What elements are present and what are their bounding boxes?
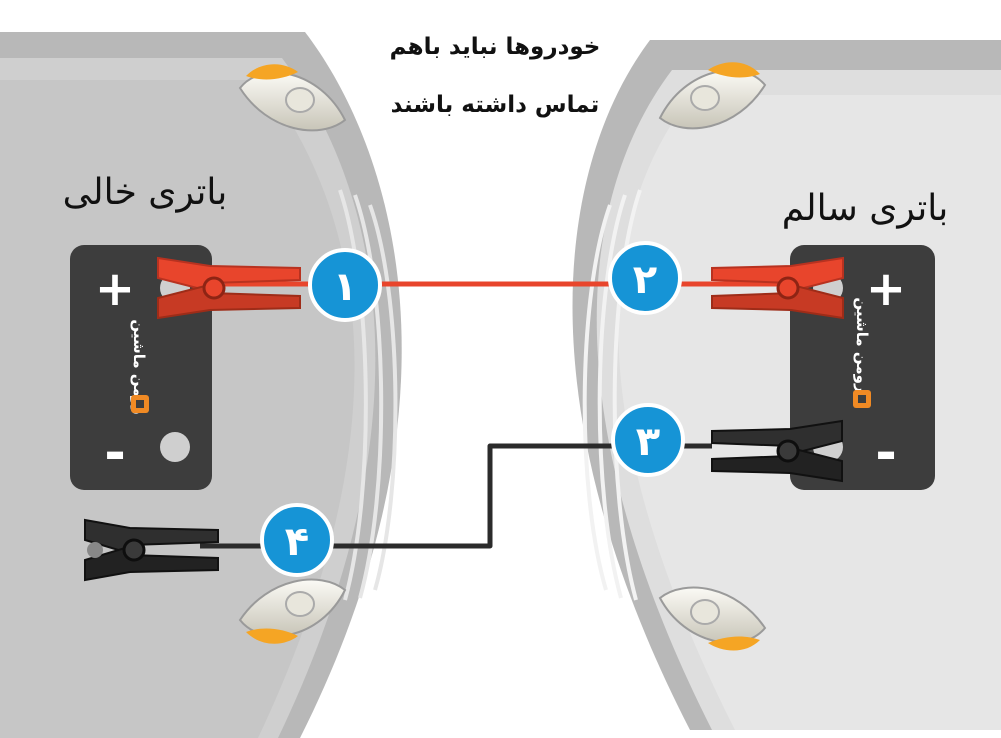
dead-battery-plus: +	[95, 261, 135, 317]
right-grille-line	[597, 194, 627, 599]
warning-line-1: خودروها نباید باهم	[389, 34, 601, 60]
left-top-headlight	[238, 64, 347, 132]
step-1-badge: ۱	[308, 248, 382, 322]
svg-text:۴: ۴	[285, 519, 309, 565]
dead-battery-negative-terminal	[160, 432, 190, 462]
dead-battery-brand: رومن ماشین	[130, 319, 148, 414]
right-grille-line	[582, 204, 612, 591]
left-grille-line	[338, 189, 368, 601]
right-car: + - رومن ماشین	[572, 40, 1001, 730]
svg-text:رومن ماشین: رومن ماشین	[130, 319, 148, 414]
good-battery-logo-icon	[853, 390, 871, 408]
right-top-headlight	[658, 62, 767, 130]
red-clamp-good-positive	[711, 256, 844, 320]
svg-text:۲: ۲	[633, 257, 657, 303]
right-grille-line	[612, 189, 642, 601]
dead-battery-minus: -	[104, 423, 126, 483]
right-bottom-headlight	[658, 586, 767, 651]
black-jumper-cable	[200, 443, 712, 549]
svg-text:رومن ماشین: رومن ماشین	[853, 297, 871, 392]
good-battery-plus: +	[866, 261, 906, 317]
dead-battery-logo-icon	[131, 395, 149, 413]
left-grille-line	[353, 194, 384, 599]
good-battery-label: باتری سالم	[781, 188, 949, 229]
warning-line-2: تماس داشته باشند	[390, 92, 600, 118]
good-battery-minus: -	[875, 423, 897, 483]
svg-text:۱: ۱	[333, 264, 357, 310]
left-car: + - رومن ماشین	[0, 32, 402, 738]
step-2-badge: ۲	[608, 241, 682, 315]
black-clamp-good-negative	[711, 419, 843, 483]
svg-text:۳: ۳	[636, 419, 660, 465]
black-clamp-ground	[84, 518, 219, 582]
step-4-badge: ۴	[260, 503, 334, 577]
dead-battery-label: باتری خالی	[62, 172, 228, 213]
red-clamp-dead-positive	[157, 256, 301, 320]
step-3-badge: ۳	[611, 403, 685, 477]
left-bottom-headlight	[238, 578, 347, 644]
good-battery-brand: رومن ماشین	[853, 297, 871, 392]
